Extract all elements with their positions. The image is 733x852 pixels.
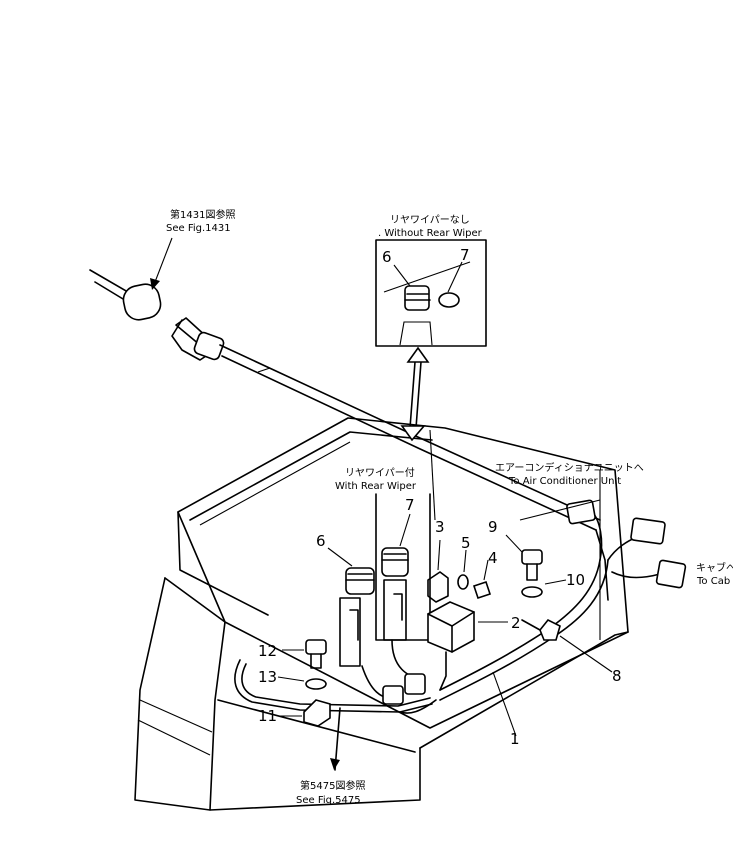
ref-fig1431: 第1431図参照 See Fig.1431 xyxy=(150,208,235,290)
console-body xyxy=(134,417,629,811)
ref-fig5475-jp: 第5475図参照 xyxy=(300,779,365,792)
relay-part2 xyxy=(427,601,508,691)
bracket-part3 xyxy=(427,539,449,603)
variant-title-jp: リヤワイパー付 xyxy=(345,466,415,479)
secondary-harness xyxy=(234,659,437,771)
destination-aircon: エアーコンディショナユニットへ To Air Conditioner Unit xyxy=(495,461,644,487)
callout-1: 1 xyxy=(510,730,520,748)
callout-3: 3 xyxy=(435,518,445,536)
variant-title-en: With Rear Wiper xyxy=(335,481,417,492)
bolt-part12 xyxy=(282,639,327,669)
washer-part5 xyxy=(457,549,469,590)
ref-fig1431-jp: 第1431図参照 xyxy=(170,208,235,221)
callout-13: 13 xyxy=(258,668,277,686)
washer-part13 xyxy=(277,676,327,690)
callout-6: 6 xyxy=(316,532,326,550)
callout-4: 4 xyxy=(488,549,498,567)
inset-title-jp: リヤワイパーなし xyxy=(390,214,470,226)
screw-part4 xyxy=(472,559,492,600)
inset-without-rear-wiper: リヤワイパーなし . Without Rear Wiper 6 7 xyxy=(375,214,487,347)
callout-11: 11 xyxy=(258,707,277,725)
dest-aircon-jp: エアーコンディショナユニットへ xyxy=(495,461,644,474)
callout-7: 7 xyxy=(405,496,415,514)
control-cable xyxy=(89,269,609,601)
ref-fig5475: 第5475図参照 See Fig.5475 xyxy=(296,779,365,806)
callouts: 1 2 3 4 5 6 7 8 9 10 11 12 13 xyxy=(258,496,622,748)
rear-wiper-switches: リヤワイパー付 With Rear Wiper xyxy=(335,466,431,705)
ref-fig1431-en: See Fig.1431 xyxy=(166,223,231,234)
inset-callout-7: 7 xyxy=(460,246,470,264)
callout-10: 10 xyxy=(566,571,585,589)
callout-9: 9 xyxy=(488,518,498,536)
washer-part10 xyxy=(521,579,567,598)
destination-cab: キャブへ To Cab xyxy=(696,561,733,587)
dest-cab-en: To Cab xyxy=(696,576,730,587)
bolt-part9 xyxy=(505,534,543,581)
clamp-part11 xyxy=(278,699,331,727)
inset-callout-6: 6 xyxy=(382,248,392,266)
callout-2: 2 xyxy=(511,614,521,632)
dest-aircon-en: To Air Conditioner Unit xyxy=(508,476,621,487)
harness-part1 xyxy=(439,499,687,737)
inset-title-en: . Without Rear Wiper xyxy=(378,228,483,239)
dest-cab-jp: キャブへ xyxy=(696,561,733,574)
callout-12: 12 xyxy=(258,642,277,660)
clamp-part8 xyxy=(521,618,613,673)
callout-8: 8 xyxy=(612,667,622,685)
exchange-arrow xyxy=(400,346,430,442)
callout-5: 5 xyxy=(461,534,471,552)
ref-fig5475-en: See Fig.5475 xyxy=(296,795,361,806)
